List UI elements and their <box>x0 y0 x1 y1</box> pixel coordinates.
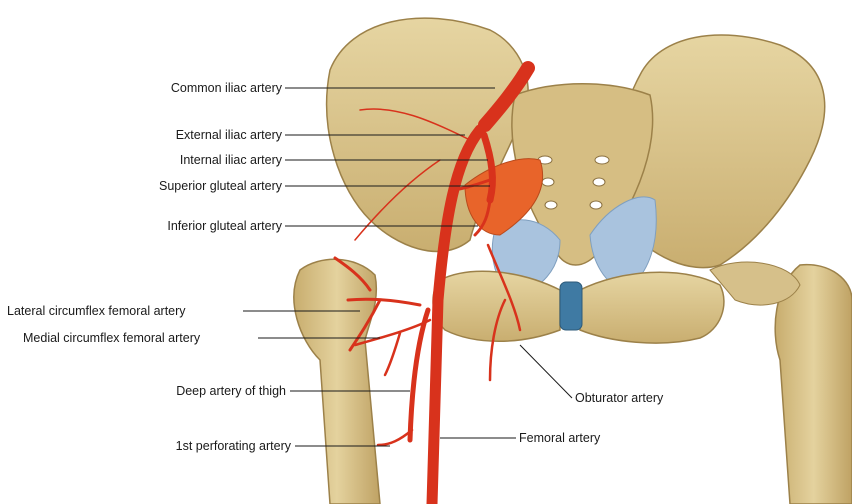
label-1st-perforating-artery: 1st perforating artery <box>80 439 291 453</box>
right-femur <box>775 265 852 504</box>
label-inferior-gluteal-artery: Inferior gluteal artery <box>60 219 282 233</box>
left-femur <box>294 259 380 504</box>
pubic-symphysis <box>560 282 582 330</box>
artery-first-perforating <box>378 430 412 445</box>
pubis-right <box>580 272 724 343</box>
label-femoral-artery: Femoral artery <box>519 431 600 445</box>
label-superior-gluteal-artery: Superior gluteal artery <box>60 179 282 193</box>
label-lateral-circumflex-femoral-artery: Lateral circumflex femoral artery <box>7 304 186 318</box>
label-external-iliac-artery: External iliac artery <box>80 128 282 142</box>
label-internal-iliac-artery: Internal iliac artery <box>80 153 282 167</box>
label-medial-circumflex-femoral-artery: Medial circumflex femoral artery <box>23 331 200 345</box>
artery-deep-thigh <box>410 310 428 440</box>
pubis-left <box>433 271 560 341</box>
label-common-iliac-artery: Common iliac artery <box>80 81 282 95</box>
label-deep-artery-of-thigh: Deep artery of thigh <box>80 384 286 398</box>
label-obturator-artery: Obturator artery <box>575 391 663 405</box>
